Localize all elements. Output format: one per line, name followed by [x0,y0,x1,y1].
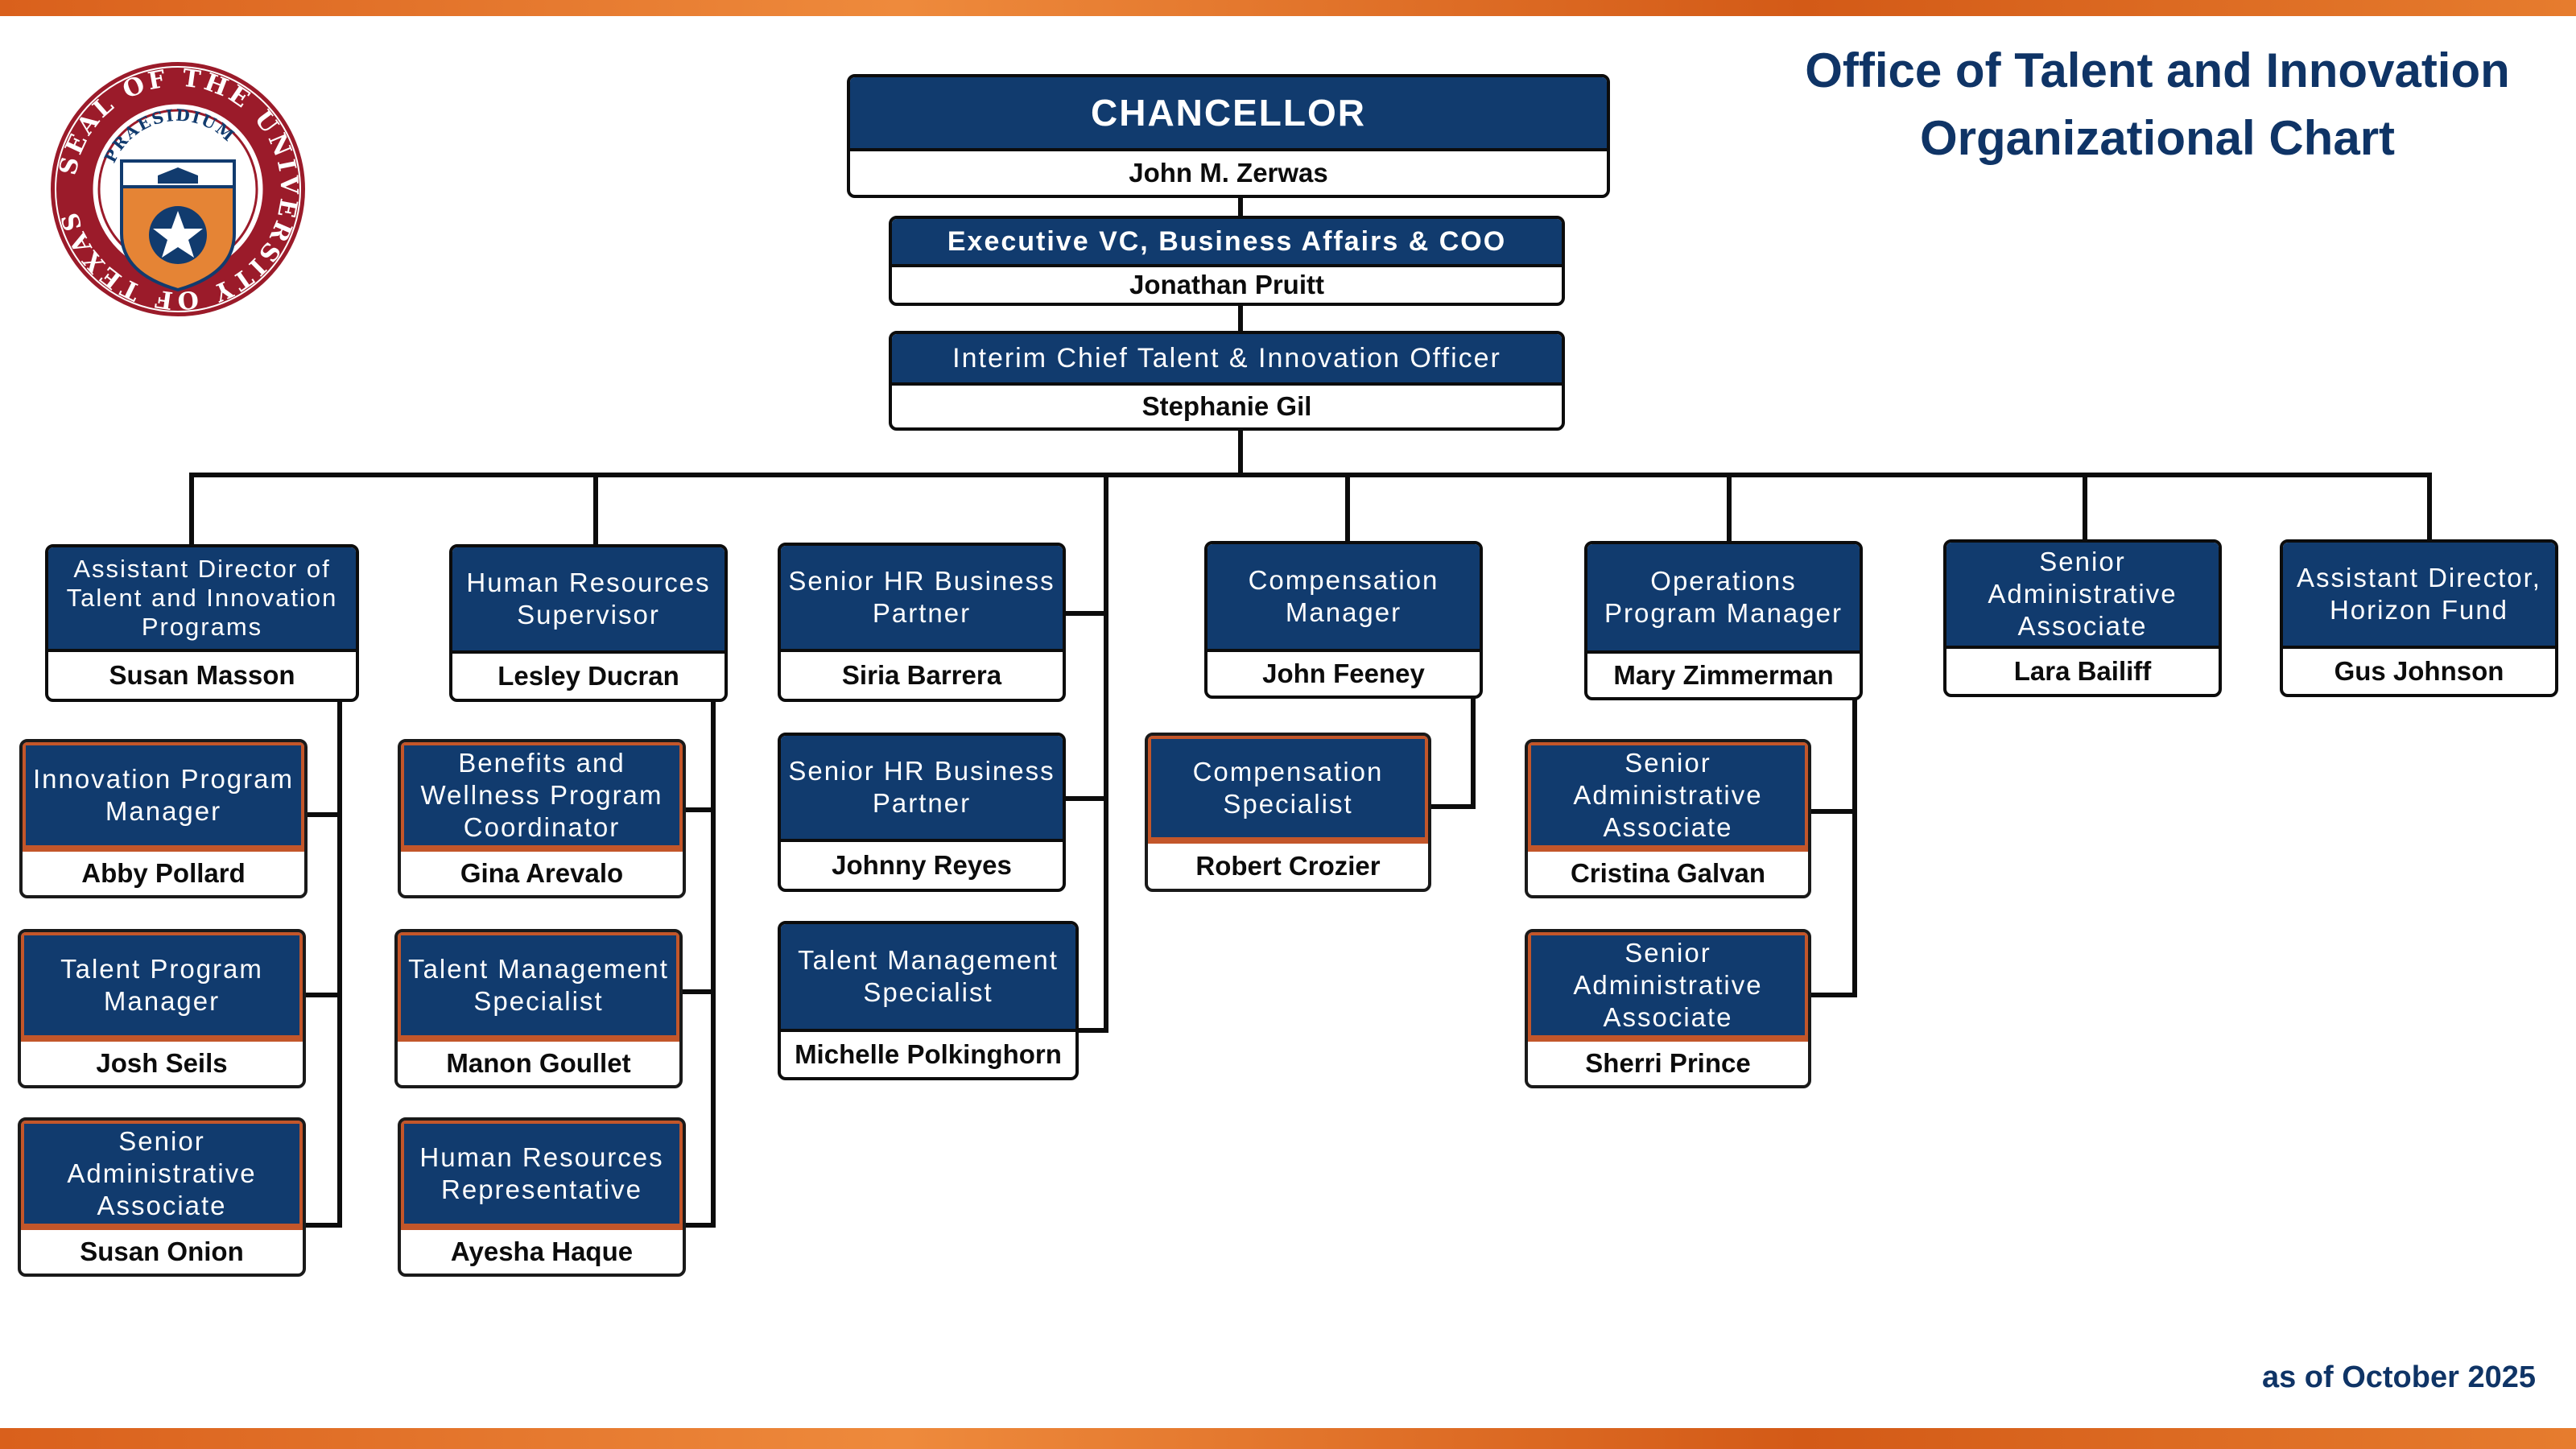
card-role: Innovation Program Manager [23,742,304,852]
card-role: Talent Management Specialist [398,932,679,1042]
col4-head-card: Compensation Manager John Feeney [1204,541,1483,699]
card-role: CHANCELLOR [850,77,1607,151]
icto-card: Interim Chief Talent & Innovation Office… [889,331,1565,431]
card-name: Jonathan Pruitt [1129,270,1324,299]
card-name: Michelle Polkinghorn [795,1039,1062,1069]
col2-report-card: Benefits and Wellness Program Coordinato… [398,739,686,898]
card-role: Talent Program Manager [21,932,303,1042]
card-name: John M. Zerwas [1129,158,1328,188]
top-accent-bar [0,0,2576,16]
card-name: Sherri Prince [1585,1048,1751,1078]
evc-card: Executive VC, Business Affairs & COO Jon… [889,216,1565,306]
col2-report-card: Talent Management Specialist Manon Goull… [394,929,683,1088]
card-role: Talent Management Specialist [781,924,1075,1032]
col1-report-card: Senior Administrative Associate Susan On… [18,1117,306,1277]
page-subtitle: Organizational Chart [1919,111,2396,165]
col2-report-card: Human Resources Representative Ayesha Ha… [398,1117,686,1277]
col5-report-card: Senior Administrative Associate Cristina… [1525,739,1811,898]
card-role: Executive VC, Business Affairs & COO [892,219,1562,267]
card-role: Senior Administrative Associate [1528,742,1808,852]
page-title: Office of Talent and Innovation [1805,43,2510,97]
bottom-accent-bar [0,1428,2576,1449]
card-role: Assistant Director of Talent and Innovat… [48,547,356,652]
card-role: Operations Program Manager [1587,544,1860,654]
card-role: Senior HR Business Partner [781,546,1063,652]
card-role: Compensation Specialist [1148,736,1428,844]
col5-report-card: Senior Administrative Associate Sherri P… [1525,929,1811,1088]
card-name: Lara Bailiff [2013,656,2152,686]
card-role: Senior HR Business Partner [781,736,1063,842]
col5-head-card: Operations Program Manager Mary Zimmerma… [1584,541,1863,700]
card-name: John Feeney [1262,658,1425,688]
card-role: Human Resources Supervisor [452,547,724,654]
col7-head-card: Assistant Director, Horizon Fund Gus Joh… [2280,539,2558,697]
card-name: Mary Zimmerman [1613,660,1834,690]
university-seal-icon: SEAL OF THE UNIVERSITY OF TEXAS PRAESIDI… [47,59,308,320]
card-role: Benefits and Wellness Program Coordinato… [401,742,683,852]
card-role: Interim Chief Talent & Innovation Office… [892,334,1562,386]
as-of-date: as of October 2025 [2261,1360,2536,1394]
card-name: Robert Crozier [1195,851,1381,881]
card-name: Abby Pollard [81,858,246,888]
card-name: Gina Arevalo [460,858,624,888]
col1-head-card: Assistant Director of Talent and Innovat… [45,544,359,702]
card-name: Stephanie Gil [1141,391,1312,421]
chancellor-card: CHANCELLOR John M. Zerwas [847,74,1610,198]
card-role: Senior Administrative Associate [21,1121,303,1230]
card-name: Siria Barrera [841,660,1002,690]
card-role: Assistant Director, Horizon Fund [2283,543,2555,649]
card-name: Josh Seils [96,1048,228,1078]
col3-card: Senior HR Business Partner Johnny Reyes [778,733,1066,892]
col2-head-card: Human Resources Supervisor Lesley Ducran [449,544,728,702]
col4-report-card: Compensation Specialist Robert Crozier [1145,733,1431,892]
col6-head-card: Senior Administrative Associate Lara Bai… [1943,539,2222,697]
col1-report-card: Innovation Program Manager Abby Pollard [19,739,308,898]
card-role: Human Resources Representative [401,1121,683,1230]
card-name: Susan Onion [80,1236,244,1266]
card-name: Johnny Reyes [832,850,1012,880]
card-role: Senior Administrative Associate [1528,932,1808,1042]
col3-card: Talent Management Specialist Michelle Po… [778,921,1079,1080]
card-name: Susan Masson [109,660,295,690]
col1-report-card: Talent Program Manager Josh Seils [18,929,306,1088]
col3-card: Senior HR Business Partner Siria Barrera [778,543,1066,702]
card-name: Cristina Galvan [1570,858,1766,888]
card-name: Manon Goullet [446,1048,631,1078]
card-name: Ayesha Haque [450,1236,634,1266]
card-role: Senior Administrative Associate [1946,543,2219,649]
card-name: Gus Johnson [2334,656,2504,686]
card-role: Compensation Manager [1208,544,1480,652]
card-name: Lesley Ducran [497,661,679,691]
